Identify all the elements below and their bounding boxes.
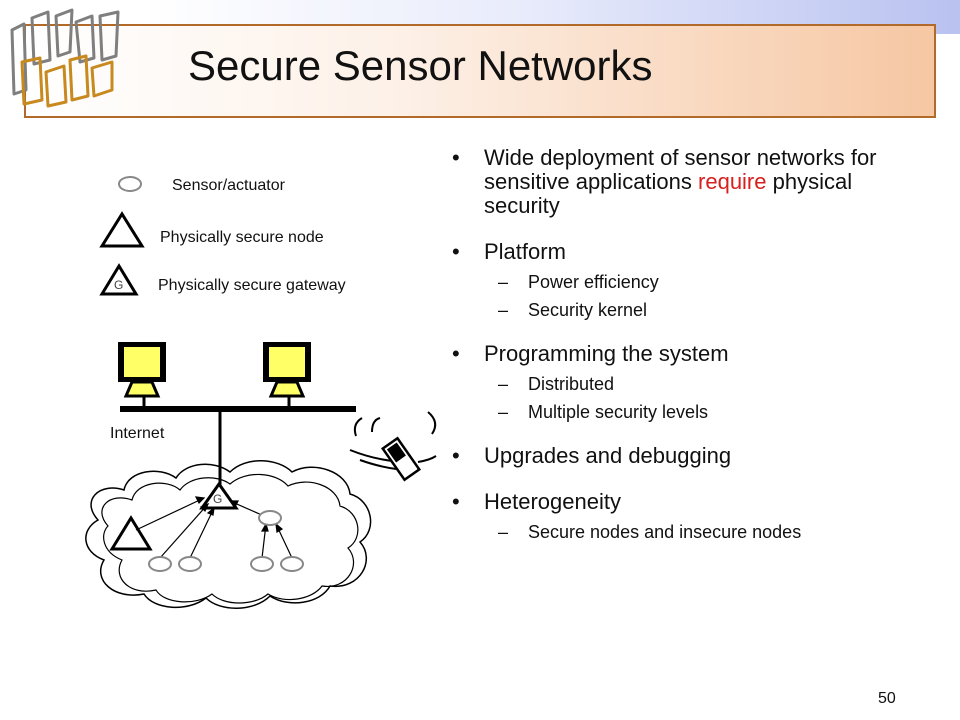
bullet-glyph: • (452, 443, 460, 468)
city-logo-icon (10, 8, 120, 108)
legend-gateway-mark: G (114, 278, 123, 292)
highlight-text: require (698, 169, 767, 194)
sub-bullet-item: – Power efficiency (452, 272, 922, 292)
mobile-phone-icon (349, 411, 437, 482)
dash-glyph: – (498, 300, 509, 320)
bullet-text: Heterogeneity (484, 489, 621, 514)
bullet-text: Programming the system (484, 341, 729, 366)
gateway-node-mark: G (213, 492, 222, 506)
link-sensor2-to-gateway (189, 507, 215, 559)
bullet-item: • Platform (452, 240, 922, 264)
sub-bullet-text: Distributed (528, 374, 615, 394)
bullet-text: Platform (484, 239, 566, 264)
link-sensor1-to-gateway (159, 503, 209, 559)
bullet-glyph: • (452, 239, 460, 264)
bullet-item: • Wide deployment of sensor networks for… (452, 146, 922, 218)
sensor-node (258, 510, 282, 526)
sub-bullet-text: Multiple security levels (528, 402, 709, 422)
legend-secure-node-icon (99, 211, 145, 248)
arrowhead (260, 522, 269, 532)
sub-bullet-item: – Secure nodes and insecure nodes (452, 522, 922, 542)
dash-glyph: – (498, 272, 509, 292)
sensor-node (250, 556, 274, 572)
arrowhead (275, 522, 284, 533)
bullet-item: • Programming the system (452, 342, 922, 366)
arrowhead (206, 506, 215, 516)
link-secure-to-gateway (135, 497, 205, 531)
bullet-text: Upgrades and debugging (484, 443, 732, 468)
monitor-icon (263, 342, 311, 398)
bullet-list: • Wide deployment of sensor networks for… (452, 146, 922, 543)
dash-glyph: – (498, 374, 509, 394)
dash-glyph: – (498, 402, 509, 422)
slide-title: Secure Sensor Networks (188, 42, 653, 89)
arrowhead (228, 500, 239, 509)
arrowhead (199, 502, 210, 513)
legend-gateway-label: Physically secure gateway (158, 277, 346, 294)
page-number: 50 (878, 690, 896, 707)
sub-bullet-item: – Multiple security levels (452, 402, 922, 422)
legend-sensor-label: Sensor/actuator (172, 177, 286, 194)
legend-secure-node-label: Physically secure node (160, 229, 324, 246)
bullet-item: • Heterogeneity (452, 490, 922, 514)
sub-bullet-text: Power efficiency (528, 272, 659, 292)
dash-glyph: – (498, 522, 509, 542)
legend-gateway-icon (99, 263, 139, 296)
arrowhead (194, 496, 206, 505)
secure-node (109, 515, 153, 551)
bullet-glyph: • (452, 145, 460, 170)
bullet-glyph: • (452, 341, 460, 366)
internet-label: Internet (110, 425, 165, 442)
bullet-text: Wide deployment of sensor networks for s… (484, 145, 877, 194)
sub-bullet-item: – Security kernel (452, 300, 922, 320)
sensor-node (148, 556, 172, 572)
sensor-node (280, 556, 304, 572)
sub-bullet-text: Security kernel (528, 300, 648, 320)
gateway-node (199, 481, 239, 510)
sensor-node (178, 556, 202, 572)
monitor-icon (118, 342, 166, 398)
bullet-glyph: • (452, 489, 460, 514)
sub-bullet-item: – Distributed (452, 374, 922, 394)
sub-bullet-text: Secure nodes and insecure nodes (528, 522, 802, 542)
bullet-item: • Upgrades and debugging (452, 444, 922, 468)
legend-sensor-icon (118, 176, 142, 192)
bullet-text: physical security (484, 169, 853, 218)
title-band (24, 24, 936, 118)
